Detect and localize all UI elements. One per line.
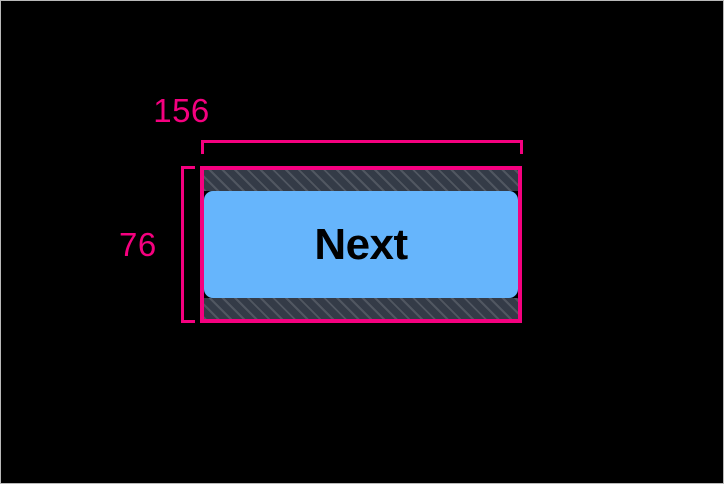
width-bracket-tick-left: [201, 140, 204, 154]
next-button-label: Next: [314, 219, 408, 269]
width-dimension-label: 156: [153, 92, 210, 129]
height-bracket-bar: [181, 166, 184, 323]
height-bracket-tick-top: [181, 166, 195, 169]
width-bracket-bar: [201, 140, 523, 143]
selected-element-bounds[interactable]: Next: [200, 166, 522, 323]
padding-band-top: [204, 170, 518, 191]
width-dimension-bracket: [201, 140, 523, 154]
height-bracket-tick-bottom: [181, 320, 195, 323]
height-dimension-label: 76: [119, 226, 157, 263]
height-dimension-bracket: [181, 166, 195, 323]
padding-band-bottom: [204, 298, 518, 319]
selected-element-inner: Next: [204, 170, 518, 319]
next-button[interactable]: Next: [204, 191, 518, 298]
width-bracket-tick-right: [520, 140, 523, 154]
